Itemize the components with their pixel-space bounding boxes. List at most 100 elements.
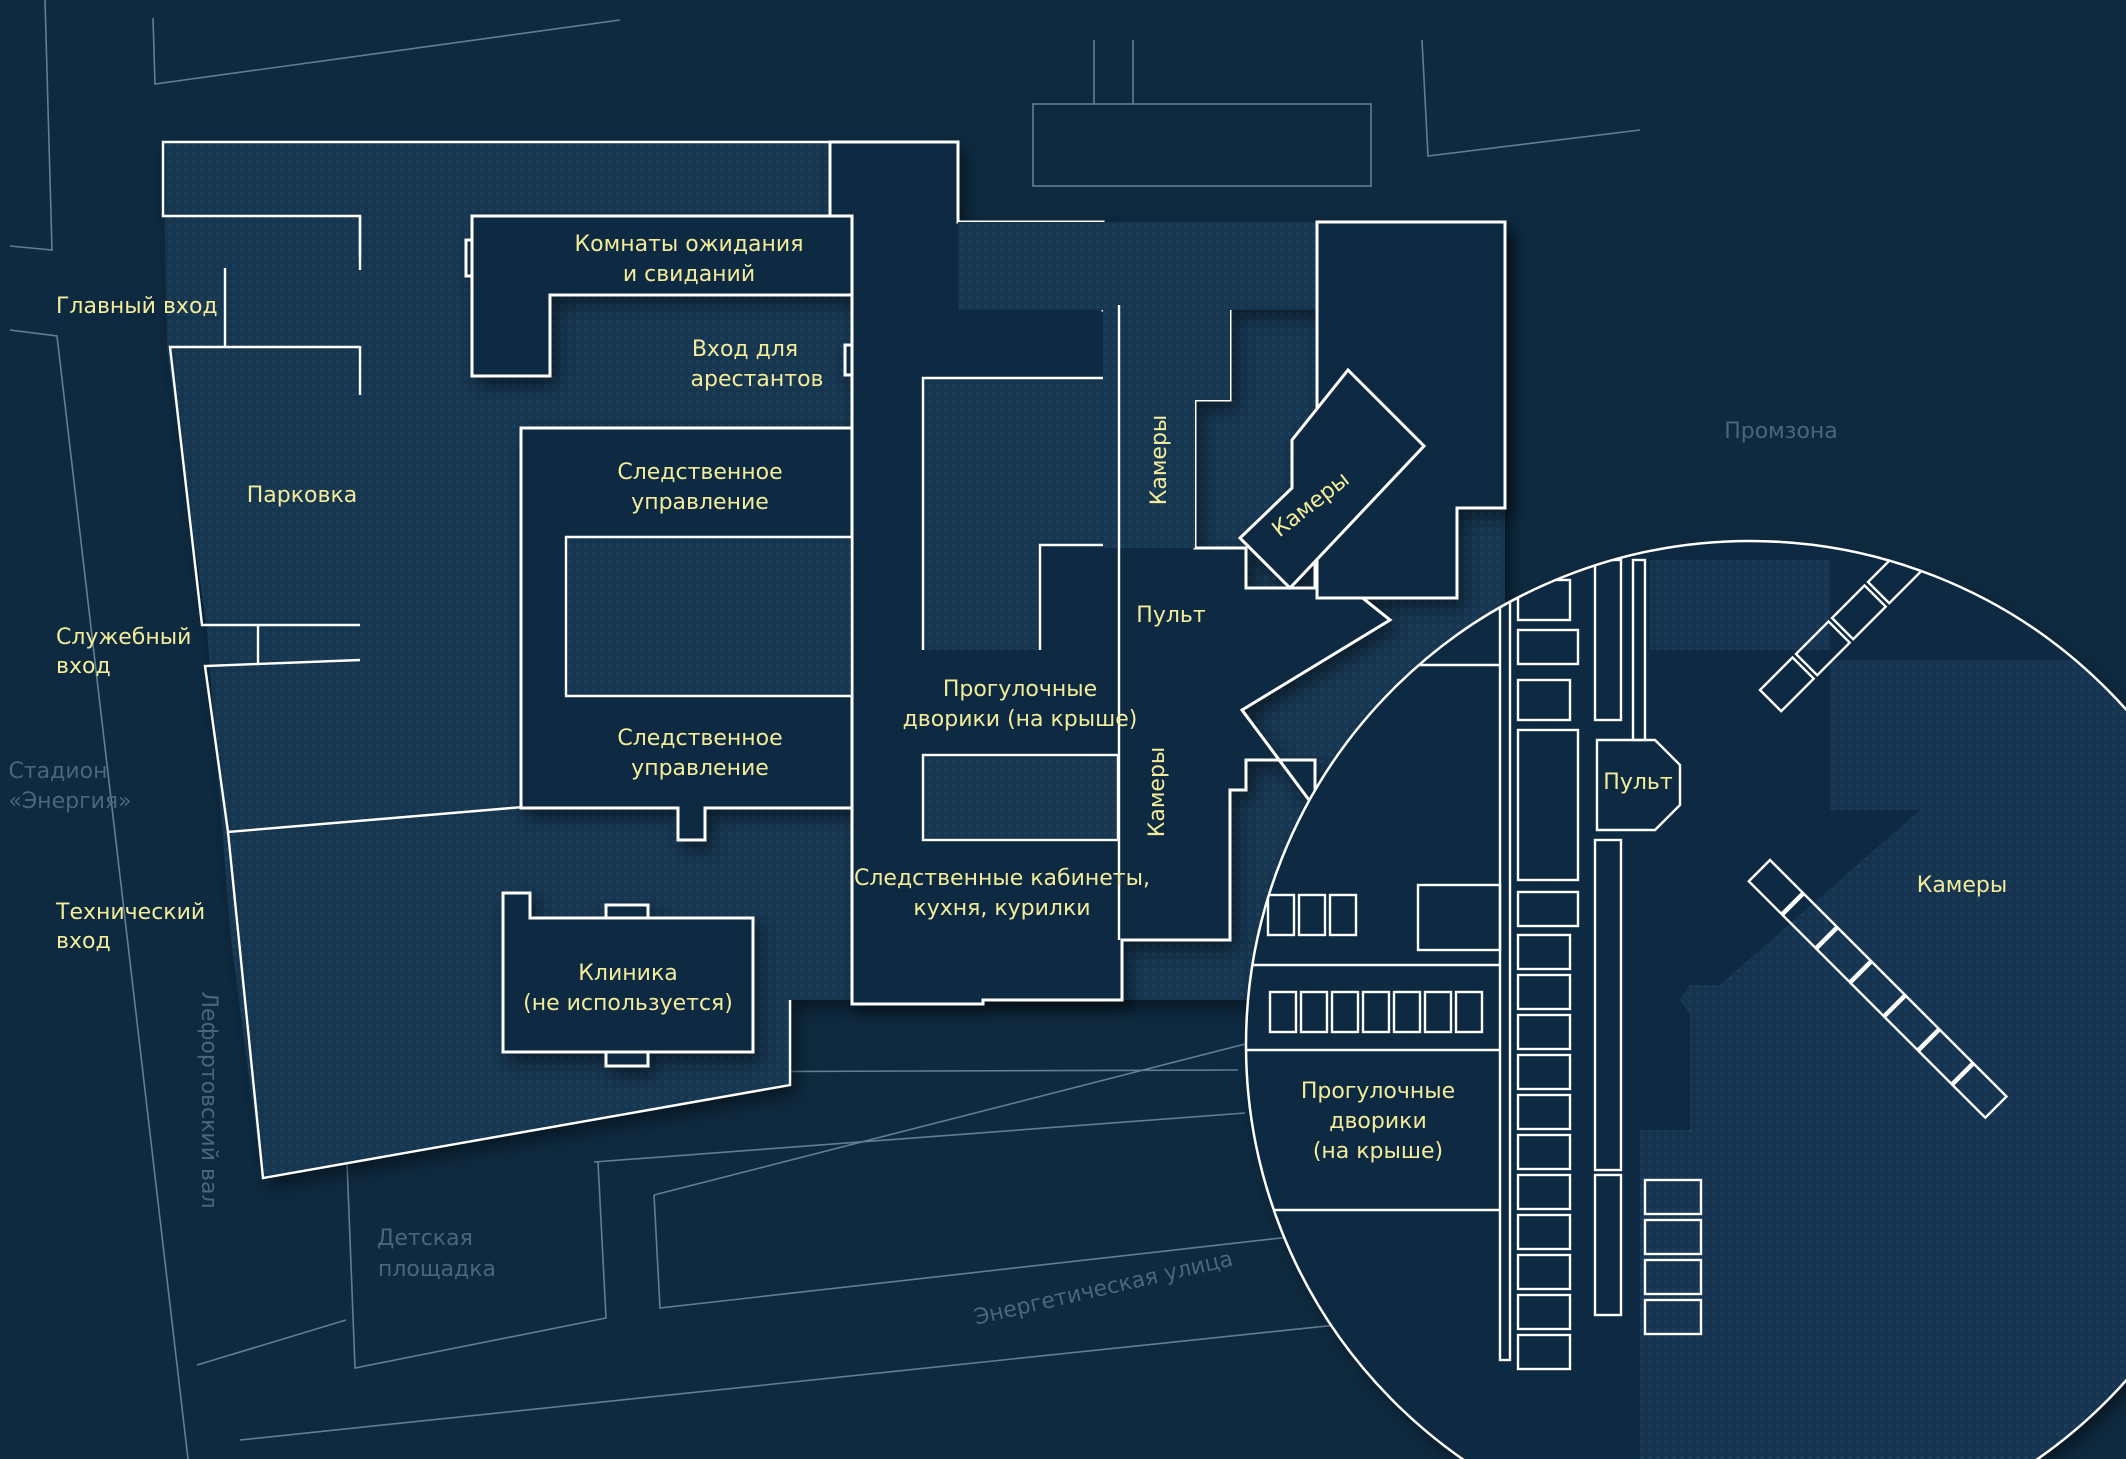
inset-yard-cell — [1328, 893, 1358, 937]
street-block-top — [152, 17, 621, 85]
label-detainee-entry-2: арестантов — [691, 367, 824, 392]
label-stadium-2: «Энергия» — [8, 789, 131, 814]
inset-room-2 — [1516, 678, 1572, 722]
label-clinic-1: Клиника — [578, 961, 677, 986]
label-playground-2: площадка — [378, 1257, 496, 1282]
compound-outer-wall-left — [168, 345, 362, 627]
compound-outer-wall-left-2 — [203, 658, 536, 834]
label-inset-yards-3: (на крыше) — [1313, 1139, 1443, 1164]
label-industrial-zone: Промзона — [1724, 419, 1838, 444]
cells-detail-inset — [1244, 539, 2126, 1459]
inset-control-room — [1595, 738, 1682, 832]
inset-corridor-d — [1593, 1173, 1623, 1317]
inset-yard-cell — [1266, 893, 1296, 937]
energy-street-block-inner — [653, 1194, 1441, 1309]
inset-courtyard-east — [1640, 660, 2126, 1459]
inset-cell — [1516, 1293, 1572, 1331]
building-cells-diagonal — [1237, 367, 1427, 591]
energy-street-block — [196, 1319, 347, 1366]
inset-cell — [1794, 619, 1852, 677]
label-technical-entrance-1: Технический — [55, 900, 205, 925]
inset-courtyard-top — [1650, 560, 1830, 650]
inset-yard-cell — [1299, 990, 1329, 1034]
inset-cell — [1781, 892, 1839, 950]
inset-yard-pool — [1416, 883, 1502, 952]
building-waiting-rooms — [470, 214, 854, 378]
energy-street-edge-3 — [653, 1029, 1301, 1196]
street-block-topleft — [9, 0, 53, 251]
playground-block — [346, 1161, 607, 1369]
label-street-lefortovo: Лефортовский вал — [196, 991, 221, 1208]
inset-cell — [1643, 1218, 1703, 1256]
inset-cell — [1747, 858, 1805, 916]
inset-corridor-c — [1593, 838, 1623, 1172]
inset-cell — [1643, 1178, 1703, 1216]
inset-cells-south — [1643, 1178, 1703, 1336]
inset-yard-cell — [1392, 990, 1422, 1034]
label-inset-control: Пульт — [1603, 770, 1673, 795]
label-walking-yards-1: Прогулочные — [943, 677, 1097, 702]
inset-yard-cell — [1297, 893, 1327, 937]
inset-cells-diag-down — [1747, 858, 2009, 1120]
inset-yard-cells — [1266, 893, 1484, 1034]
inset-cell — [1917, 1028, 1975, 1086]
inset-cell — [1951, 1062, 2009, 1120]
inset-cell — [1643, 1298, 1703, 1336]
inset-yard-cell — [1268, 990, 1298, 1034]
label-walking-yards-2: дворики (на крыше) — [903, 707, 1138, 732]
inset-yard-cell — [1454, 990, 1484, 1034]
label-offices-1: Следственные кабинеты, — [854, 866, 1150, 891]
label-main-entrance: Главный вход — [56, 294, 218, 319]
prison-buildings — [464, 140, 1507, 1068]
label-investigation-2b: управление — [631, 756, 769, 781]
courtyard-investigation — [566, 537, 852, 696]
inset-stair-2 — [1516, 890, 1580, 928]
inset-cell — [1516, 973, 1572, 1011]
courtyard-yards-north — [923, 378, 1118, 650]
inset-yard-cell — [1361, 990, 1391, 1034]
inset-cell — [1516, 1173, 1572, 1211]
inset-cell — [1849, 960, 1907, 1018]
energy-street-edge-2 — [593, 1112, 1246, 1163]
label-waiting-rooms-2: и свиданий — [623, 262, 755, 287]
inset-cell — [1516, 1093, 1572, 1131]
neighbor-building-topright — [1421, 39, 1641, 157]
inset-cell — [1830, 583, 1888, 641]
label-detainee-entry-1: Вход для — [692, 337, 798, 362]
label-inset-cells: Камеры — [1917, 873, 2008, 898]
inset-cell — [1516, 1333, 1572, 1371]
label-parking: Парковка — [247, 483, 357, 508]
label-inset-yards-2: дворики — [1329, 1109, 1427, 1134]
clinic-annex-bottom — [604, 1050, 650, 1068]
clinic-annex-top — [604, 903, 650, 920]
inset-cell — [1815, 926, 1873, 984]
inset-cell — [1643, 1258, 1703, 1296]
courtyard-yards-south — [923, 755, 1118, 840]
label-technical-entrance-2: вход — [56, 929, 111, 954]
label-investigation-2a: Следственное — [617, 726, 782, 751]
inset-cell — [1516, 1253, 1572, 1291]
inset-cell — [1516, 1053, 1572, 1091]
inset-cell — [1516, 1213, 1572, 1251]
label-investigation-1b: управление — [631, 490, 769, 515]
label-waiting-rooms-1: Комнаты ожидания — [575, 232, 804, 257]
building-clinic — [501, 891, 755, 1054]
inset-cell — [1883, 994, 1941, 1052]
inset-border — [1244, 539, 2126, 1459]
inset-room-tall — [1516, 728, 1580, 882]
courtyard-northeast — [958, 222, 1317, 548]
label-offices-2: кухня, курилки — [913, 896, 1090, 921]
compound-outer-wall-bottom — [226, 831, 792, 1180]
label-investigation-1a: Следственное — [617, 460, 782, 485]
inset-cell — [1758, 655, 1816, 713]
label-stadium-1: Стадион — [8, 759, 107, 784]
label-service-entrance-2: вход — [56, 654, 111, 679]
inset-yard-cell — [1330, 990, 1360, 1034]
inset-stair-1 — [1516, 628, 1580, 666]
inset-cells-west — [1516, 933, 1572, 1371]
label-playground-1: Детская — [377, 1226, 473, 1251]
inset-cell — [1516, 1013, 1572, 1051]
street-lefortovo-edge — [9, 329, 189, 1459]
waiting-rooms-annex — [464, 238, 474, 278]
label-service-entrance-1: Служебный — [56, 625, 191, 650]
